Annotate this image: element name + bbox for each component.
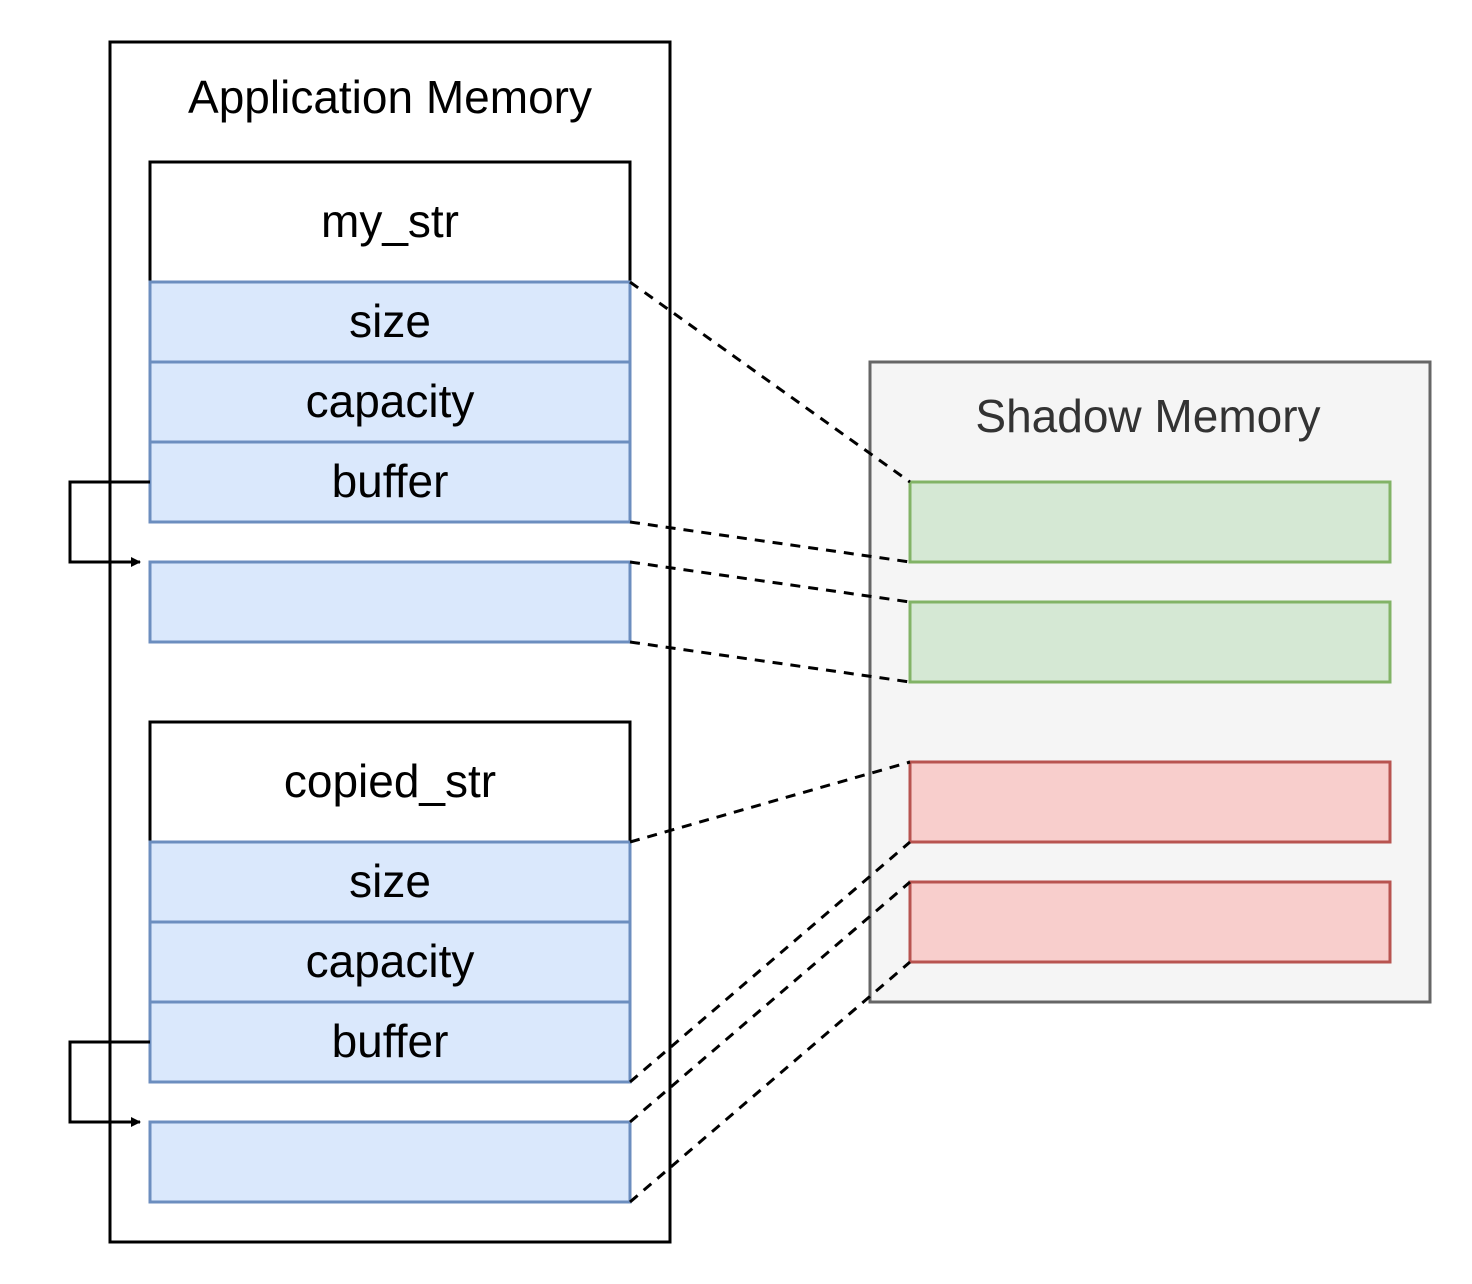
heap-buffer-block [148,1120,632,1204]
struct-field-buffer [148,440,632,524]
struct-name: copied_str [284,755,496,807]
field-label: size [349,855,431,907]
shadow-cell-poisoned [908,760,1392,844]
field-label: capacity [306,935,475,987]
struct-field-capacity [148,920,632,1004]
shadow-cell-valid [908,480,1392,564]
mapping-line [629,280,911,484]
field-label: size [349,295,431,347]
heap-buffer-block [148,560,632,644]
mapping-line [629,760,911,844]
field-label: buffer [332,455,449,507]
buffer-pointer-arrow [68,1040,150,1127]
mapping-line [629,640,911,684]
shadow-cell-poisoned [908,880,1392,964]
struct-field-size [148,280,632,364]
application-memory-title: Application Memory [188,71,592,123]
mapping-line [629,880,911,1124]
mapping-line [629,960,911,1204]
field-label: buffer [332,1015,449,1067]
struct-header-box [148,720,632,844]
shadow-memory-region: Shadow Memory [868,360,1432,1004]
struct-field-buffer [148,1000,632,1084]
shadow-mapping-lines [629,280,911,1204]
mapping-line [629,520,911,564]
struct-header-box [148,160,632,284]
field-label: capacity [306,375,475,427]
struct-field-size [148,840,632,924]
buffer-pointer-arrow [68,480,150,567]
struct-my-str: my_str size capacity buffer [68,160,632,644]
struct-copied-str: copied_str size capacity buffer [68,720,632,1204]
mapping-line [629,560,911,604]
struct-name: my_str [321,195,459,247]
mapping-line [629,840,911,1084]
shadow-memory-title: Shadow Memory [975,390,1320,442]
shadow-cell-valid [908,600,1392,684]
